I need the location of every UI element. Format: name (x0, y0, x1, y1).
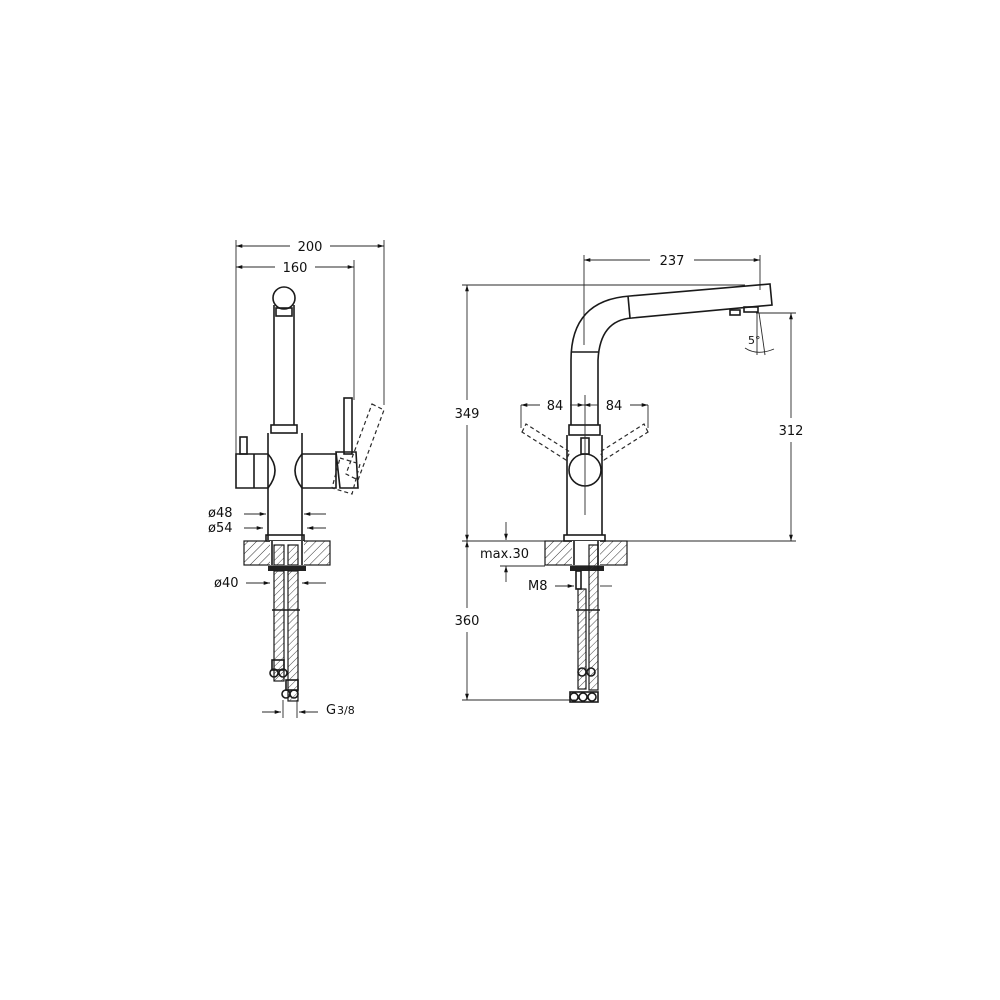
dim-connection-thread: G (326, 703, 336, 718)
dim-shank-diameter: ø40 (214, 576, 239, 591)
dim-connection-fraction: 3/8 (337, 704, 355, 717)
dim-spout-angle: 5° (748, 334, 761, 347)
dim-stud-thread: M8 (528, 579, 548, 594)
dim-lever-width: 160 (283, 261, 308, 276)
dim-spout-reach: 237 (660, 254, 685, 269)
front-view (235, 240, 385, 718)
dim-body-diameter-inner: ø48 (208, 506, 233, 521)
dim-lever-swing-left: 84 (547, 399, 564, 414)
dim-spout-outlet-height: 312 (779, 424, 804, 439)
dim-lever-swing-right: 84 (606, 399, 623, 414)
dim-overall-width: 200 (298, 240, 323, 255)
dim-total-height: 349 (455, 407, 480, 422)
dim-body-diameter-outer: ø54 (208, 521, 233, 536)
side-view (462, 255, 796, 703)
dim-hose-length: 360 (455, 614, 480, 629)
dim-max-deck-thickness: max.30 (480, 547, 529, 562)
